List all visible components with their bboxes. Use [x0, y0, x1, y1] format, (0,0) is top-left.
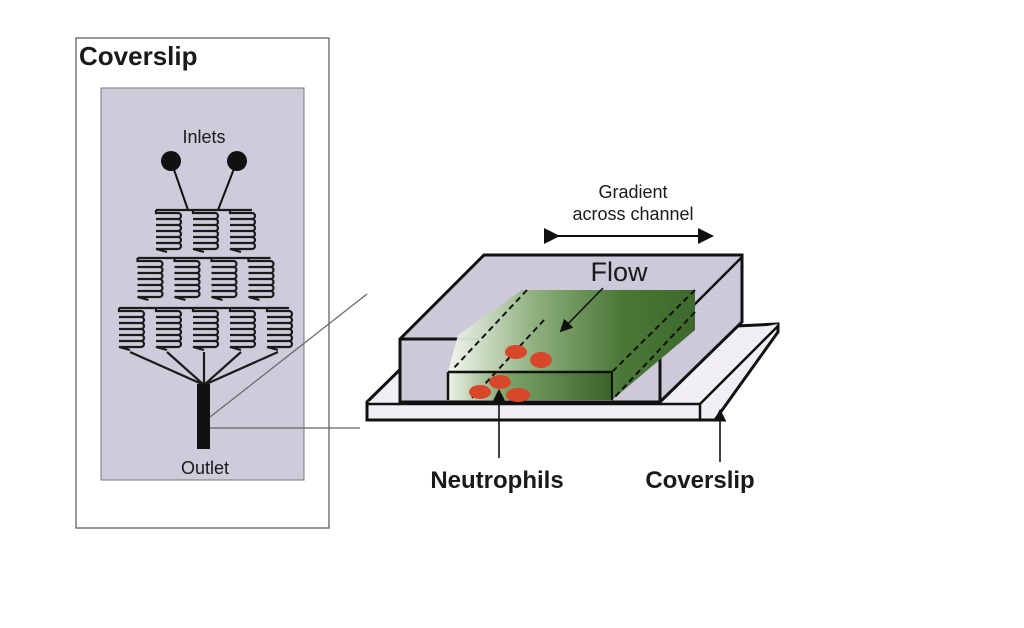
serpentine-network [117, 208, 294, 387]
channel-3d-view: Gradient across channel [365, 182, 780, 494]
coverslip-title: Coverslip [79, 41, 198, 71]
outlet-branch [166, 351, 205, 386]
flow-arrow [559, 287, 604, 333]
neutrophil [530, 352, 552, 368]
neutrophil [469, 385, 491, 399]
outlet-branch [129, 350, 205, 387]
outlet-channel [197, 384, 210, 449]
serpentine-channel [154, 308, 183, 352]
serpentine-channel [173, 258, 201, 302]
coverslip-label: Coverslip [645, 467, 754, 494]
callout-line-upper [209, 293, 368, 418]
serpentine-channel [265, 308, 294, 352]
outlet-branch [203, 351, 242, 386]
channel-edge-dashed [451, 289, 528, 371]
serpentine-channel [136, 258, 164, 302]
gradient-label-line1: Gradient [598, 182, 667, 202]
neutrophil [506, 388, 530, 402]
coverslip-panel: Coverslip Inlets Outlet [75, 37, 330, 529]
serpentine-channel [191, 308, 220, 352]
gradient-label-line2: across channel [572, 204, 693, 224]
flow-label: Flow [590, 257, 648, 287]
inlet-line-left [170, 160, 189, 211]
neutrophils-label: Neutrophils [430, 467, 563, 494]
neutrophil [489, 375, 511, 389]
serpentine-channel [154, 210, 183, 254]
outlet-label: Outlet [181, 458, 229, 478]
serpentine-channel [228, 308, 257, 352]
inlet-line-right [217, 160, 238, 211]
serpentine-channel [210, 258, 238, 302]
serpentine-channel [191, 210, 220, 254]
outlet-branch [203, 350, 279, 387]
inlets-label: Inlets [182, 127, 225, 147]
serpentine-channel [117, 308, 146, 352]
neutrophils [469, 345, 552, 402]
serpentine-channel [228, 210, 257, 254]
serpentine-channel [247, 258, 275, 302]
neutrophil [505, 345, 527, 359]
